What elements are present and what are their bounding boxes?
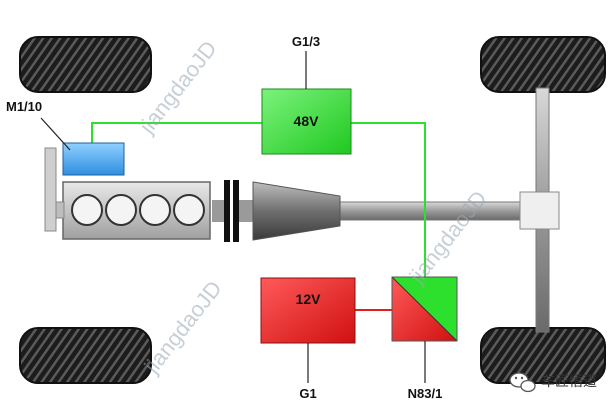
tire-front-right-icon xyxy=(480,36,606,93)
green-wiring xyxy=(91,122,426,277)
belt-pulley xyxy=(44,147,57,232)
engine-block xyxy=(62,181,211,240)
battery-12v xyxy=(260,277,356,344)
brand-name: 车匠悟道 xyxy=(541,373,597,390)
drive-shaft xyxy=(339,201,531,221)
pulley-hub xyxy=(55,201,65,219)
transmission xyxy=(252,181,341,241)
wechat-icon xyxy=(509,372,536,393)
n831-label: N83/1 xyxy=(408,386,443,401)
n831-converter xyxy=(391,276,458,342)
m110-leader xyxy=(40,117,71,151)
watermark-3: jiangdaoJD xyxy=(139,276,227,379)
tire-front-left-icon xyxy=(19,36,152,93)
battery-48v xyxy=(261,88,352,155)
g1-label: G1 xyxy=(299,386,316,401)
clutch xyxy=(212,180,253,242)
battery-12v-label: 12V xyxy=(296,291,322,307)
battery-48v-label: 48V xyxy=(294,113,320,129)
m110-label: M1/10 xyxy=(6,99,42,114)
g13-label: G1/3 xyxy=(292,34,320,49)
tire-rear-left-icon xyxy=(19,327,152,384)
differential xyxy=(519,191,560,230)
m110-motor xyxy=(62,142,125,176)
watermark-2: jiangdaoJD xyxy=(404,186,492,289)
